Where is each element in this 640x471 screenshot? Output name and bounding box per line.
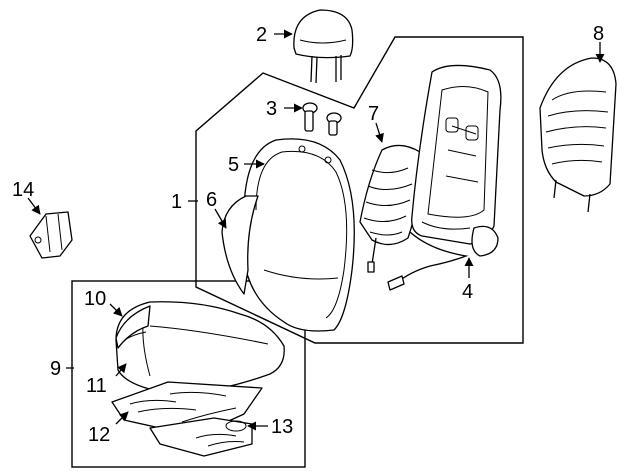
callout-8: 8 [593,23,604,45]
callout-2: 2 [256,24,267,46]
callout-5: 5 [228,154,239,176]
callout-3: 3 [266,98,277,120]
callout-7: 7 [368,103,379,125]
seat-back-cover [243,138,355,332]
seat-back-side-panel [221,195,259,295]
seat-back-group-frame [195,36,524,344]
callout-10: 10 [84,288,106,310]
callout-13: 13 [271,416,293,438]
leader-lines [27,29,605,431]
callout-4: 4 [462,281,473,303]
callout-6: 6 [206,189,217,211]
seat-cushion-group-frame [71,280,306,468]
headrest [293,9,354,84]
callout-9: 9 [50,358,61,380]
seat-cushion-cover [115,301,285,395]
seat-bracket [29,211,73,259]
callout-14: 14 [12,179,34,201]
seat-back-rear-panel [539,57,617,213]
seat-back-pad [359,144,422,273]
seat-cushion-frame [149,417,253,457]
callout-1: 1 [171,191,182,213]
seat-back-frame [387,64,502,291]
callout-12: 12 [88,424,110,446]
headrest-guides [302,102,342,136]
callout-11: 11 [86,375,107,397]
